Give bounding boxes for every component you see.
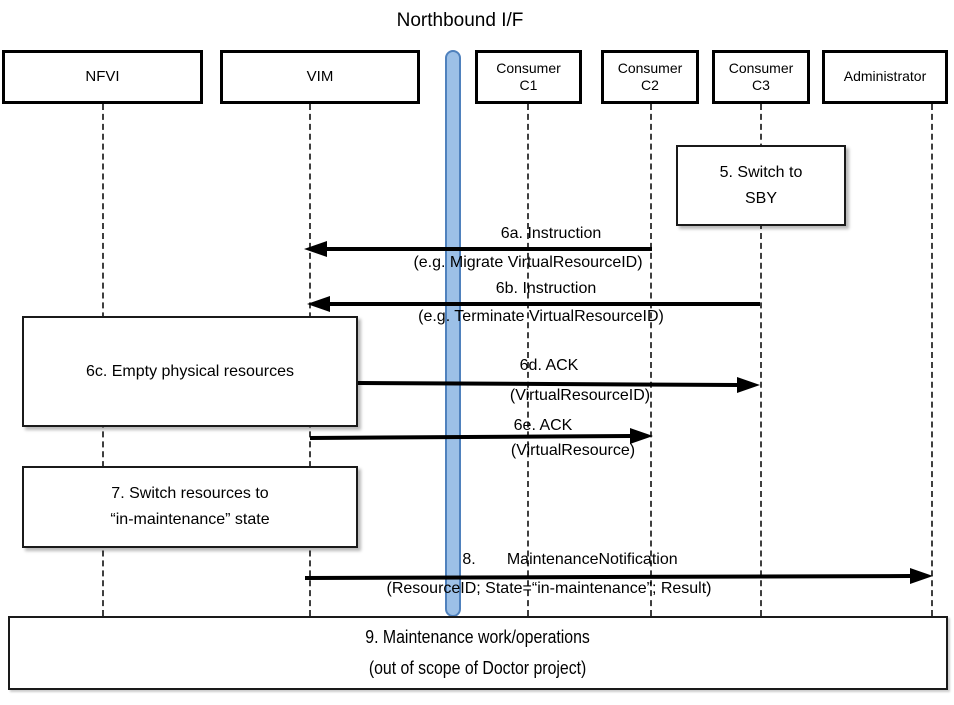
actor-administrator: Administrator: [822, 50, 948, 104]
message-6b-label: 6b. Instruction: [495, 280, 597, 297]
note-line: 5. Switch to: [719, 163, 803, 181]
actor-nfvi: NFVI: [2, 50, 203, 104]
actor-sublabel: C3: [752, 77, 770, 93]
note-line: 6c. Empty physical resources: [85, 362, 295, 380]
message-8-label: 8. MaintenanceNotification: [462, 551, 678, 568]
note-text: 9. Maintenance work/operations (out of s…: [366, 622, 591, 683]
message-6a-detail: (e.g. Migrate VirtualResourceID): [413, 254, 643, 271]
note-step9-maintenance-work: 9. Maintenance work/operations (out of s…: [8, 616, 948, 690]
lifeline-consumer-c1: [527, 104, 529, 616]
note-line: “in-maintenance” state: [110, 511, 270, 528]
actor-label: VIM: [306, 67, 334, 85]
note-step6c-empty-physical-resources: 6c. Empty physical resources: [22, 316, 358, 427]
note-line: 7. Switch resources to: [111, 485, 269, 503]
actor-sublabel: C2: [641, 77, 659, 93]
note-line: 9. Maintenance work/operations: [365, 627, 591, 648]
message-6d-label: 6d. ACK: [519, 357, 579, 374]
message-6d-detail: (VirtualResourceID): [509, 387, 651, 404]
actor-label: Consumer: [728, 59, 794, 76]
note-step7-switch-resources: 7. Switch resources to “in-maintenance” …: [22, 466, 358, 548]
message-6a-label: 6a. Instruction: [500, 225, 602, 242]
actor-sublabel: C1: [519, 77, 538, 93]
message-8-detail: (ResourceID; State=“in-maintenance”; Res…: [386, 580, 712, 597]
lifeline-administrator: [931, 104, 933, 616]
actor-consumer-c2: Consumer C2: [601, 50, 699, 104]
lifeline-consumer-c3: [760, 104, 762, 616]
actor-consumer-c1: Consumer C1: [475, 50, 582, 104]
actor-vim: VIM: [220, 50, 420, 104]
actor-label: Consumer: [617, 59, 683, 76]
note-line: (out of scope of Doctor project): [369, 658, 587, 678]
message-6e-label: 6e. ACK: [513, 417, 573, 434]
northbound-interface-bar: [445, 50, 461, 617]
note-step5-switch-to-sby: 5. Switch to SBY: [676, 145, 846, 226]
actor-consumer-c3: Consumer C3: [712, 50, 810, 104]
message-6b-detail: (e.g. Terminate VirtualResourceID): [418, 308, 664, 325]
actor-label: Administrator: [843, 68, 927, 85]
message-6e-detail: (VirtualResource): [510, 442, 636, 459]
actor-label: NFVI: [85, 67, 120, 85]
lifeline-consumer-c2: [650, 104, 652, 616]
diagram-title: Northbound I/F: [396, 10, 524, 31]
note-line: SBY: [744, 189, 777, 207]
actor-label: Consumer: [496, 59, 561, 76]
